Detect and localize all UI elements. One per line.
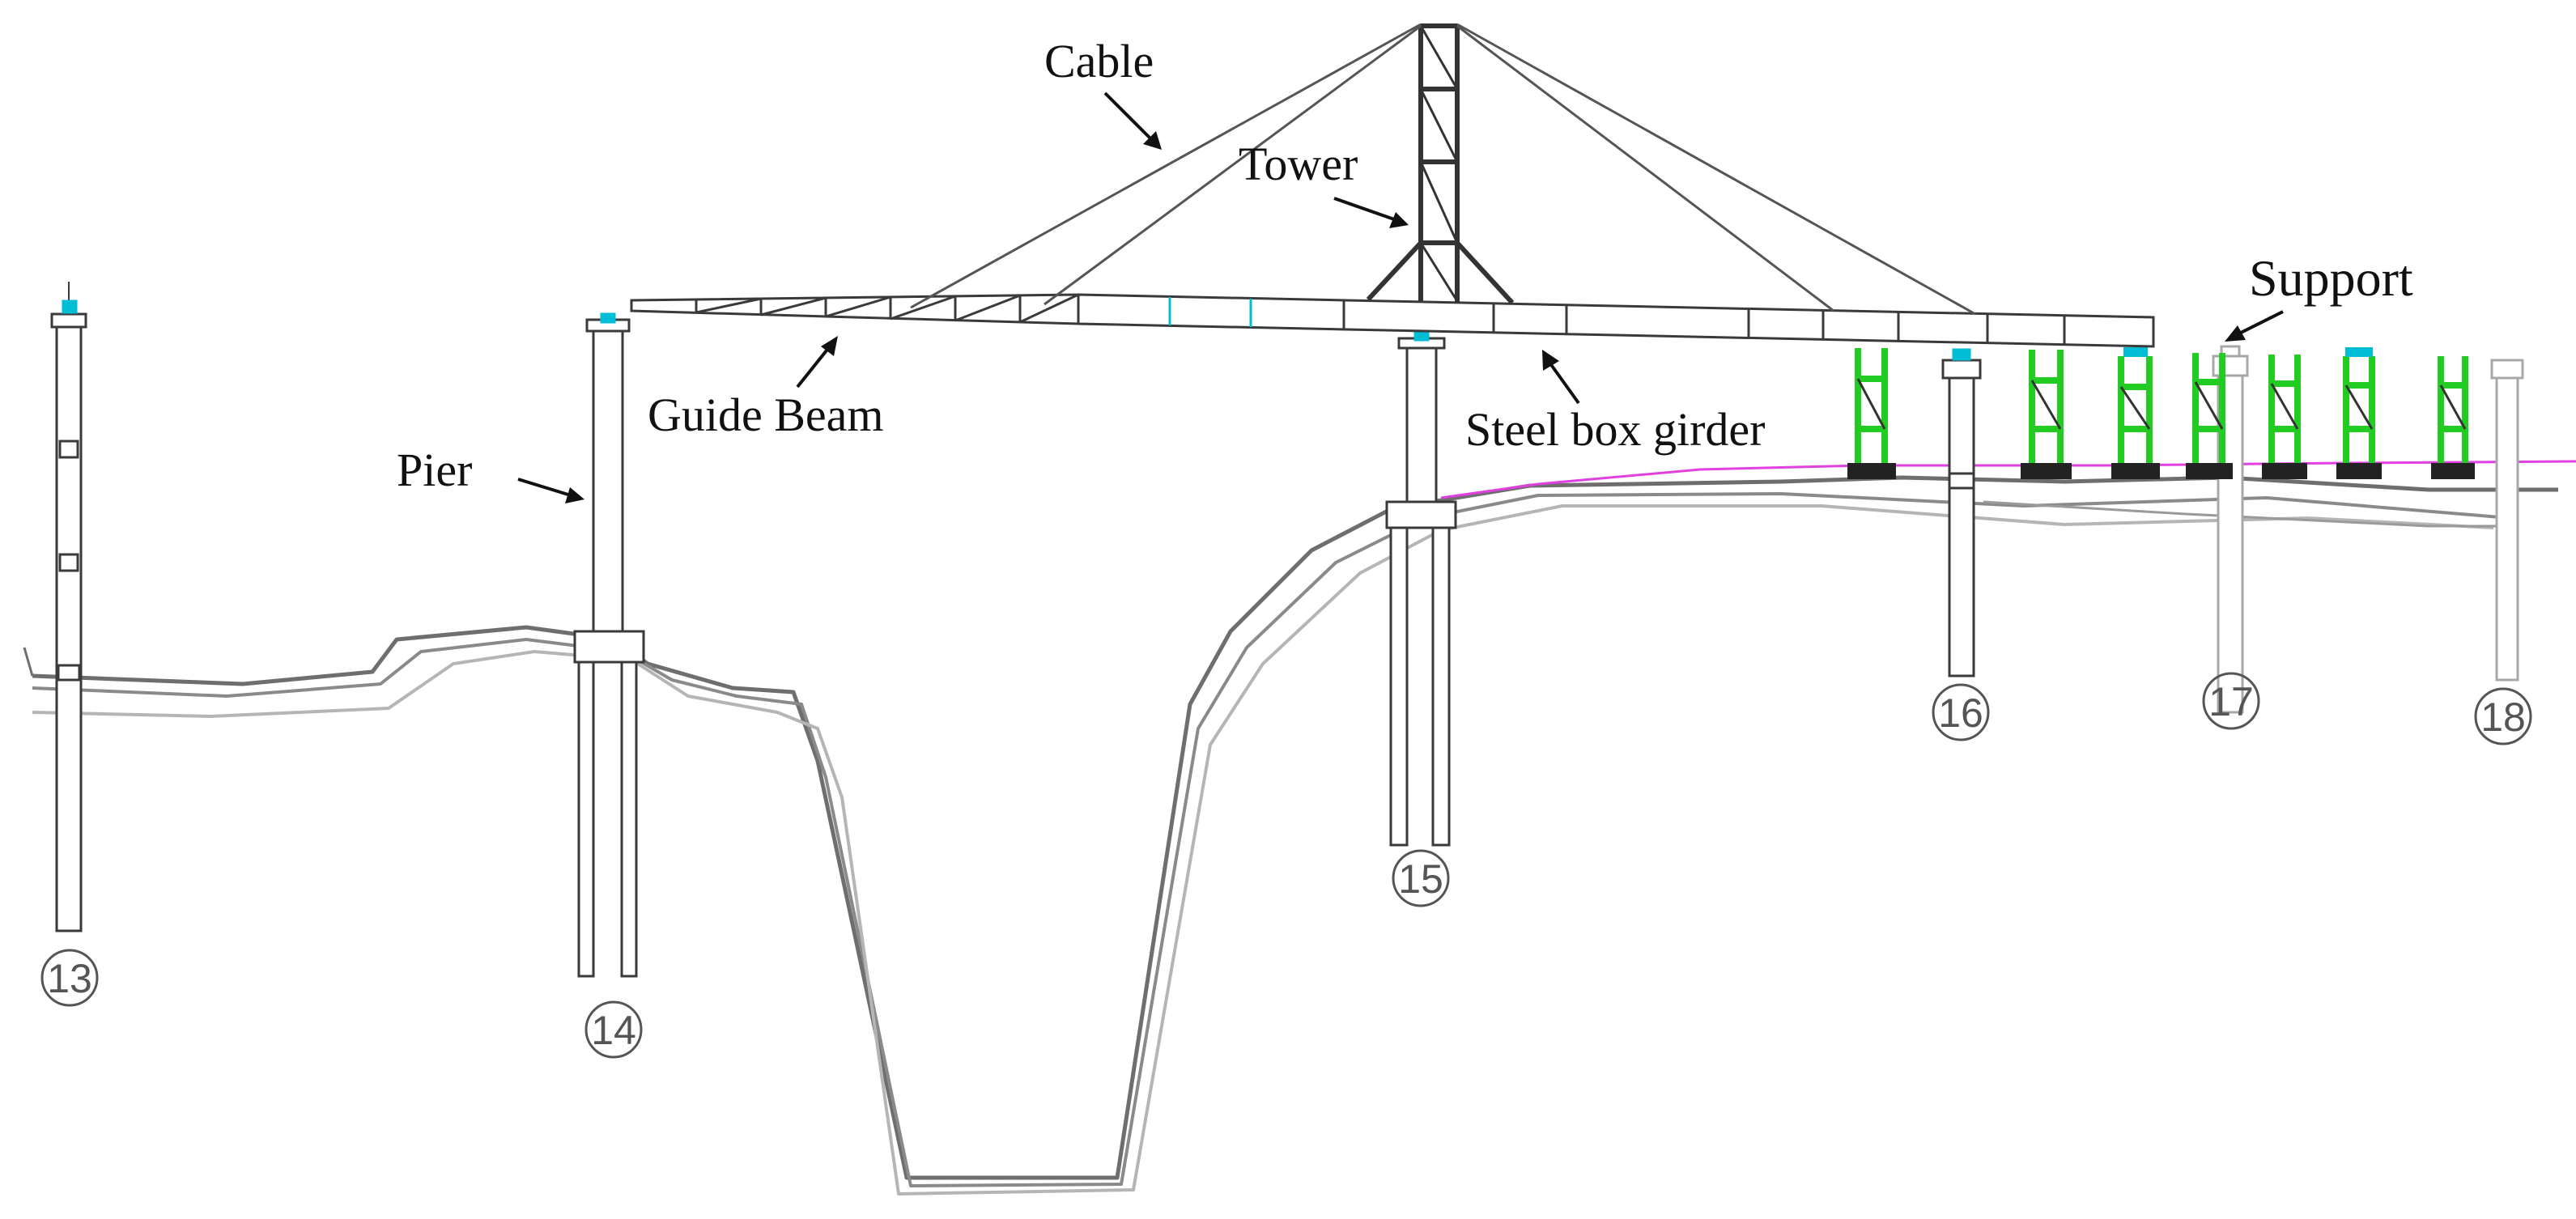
support-frame-7 <box>2431 356 2475 479</box>
guide-beam <box>630 293 1080 325</box>
annotations: Cable Tower Guide Beam Steel box girder … <box>397 35 2413 503</box>
steel-box-girder <box>1077 293 2155 348</box>
ground-line-2 <box>32 492 2510 1187</box>
label-tower: Tower <box>1239 138 1409 228</box>
temporary-supports <box>1847 347 2475 479</box>
pier-14 <box>573 312 645 978</box>
ground-hook-left <box>23 647 34 677</box>
pier-number-16: 16 <box>1932 683 1990 741</box>
pier-16 <box>1941 348 1982 677</box>
svg-text:13: 13 <box>47 956 92 1001</box>
label-cable: Cable <box>1044 35 1162 150</box>
pier-number-15: 15 <box>1392 849 1450 907</box>
support-frame-1 <box>1847 348 1896 479</box>
stay-cables <box>910 23 1976 316</box>
label-pier: Pier <box>397 444 584 503</box>
ground-line-1 <box>32 475 2558 1180</box>
label-steel-box-girder: Steel box girder <box>1465 350 1765 456</box>
svg-text:Tower: Tower <box>1239 138 1358 190</box>
svg-text:Guide Beam: Guide Beam <box>648 389 884 441</box>
label-guide-beam: Guide Beam <box>648 336 884 441</box>
support-frame-4 <box>2186 353 2233 479</box>
pier-number-13: 13 <box>40 949 99 1007</box>
pier-numbers: 13 14 15 16 17 18 <box>40 672 2532 1059</box>
terrain <box>23 460 2576 1196</box>
pier-15 <box>1385 330 1457 847</box>
svg-text:14: 14 <box>591 1008 636 1053</box>
support-frame-3 <box>2111 347 2160 479</box>
svg-text:Support: Support <box>2249 249 2413 307</box>
svg-text:Steel box girder: Steel box girder <box>1465 403 1765 456</box>
support-frame-6 <box>2336 347 2382 479</box>
pier-number-18: 18 <box>2474 687 2532 745</box>
svg-text:18: 18 <box>2480 694 2526 740</box>
label-support: Support <box>2225 249 2413 342</box>
svg-text:Pier: Pier <box>397 444 472 496</box>
svg-text:15: 15 <box>1398 856 1443 902</box>
ground-line-4 <box>1983 500 2510 528</box>
tower <box>1366 23 1515 305</box>
support-frame-2 <box>2021 350 2072 479</box>
ground-line-3 <box>32 504 2494 1196</box>
pier-18 <box>2490 359 2524 682</box>
pier-17 <box>2212 345 2249 714</box>
svg-text:16: 16 <box>1938 690 1983 736</box>
support-frame-5 <box>2262 355 2307 479</box>
pier-13 <box>50 282 87 932</box>
svg-text:17: 17 <box>2208 679 2254 724</box>
pier-number-17: 17 <box>2202 672 2260 730</box>
svg-text:Cable: Cable <box>1044 35 1154 87</box>
pier-number-14: 14 <box>584 1000 643 1059</box>
